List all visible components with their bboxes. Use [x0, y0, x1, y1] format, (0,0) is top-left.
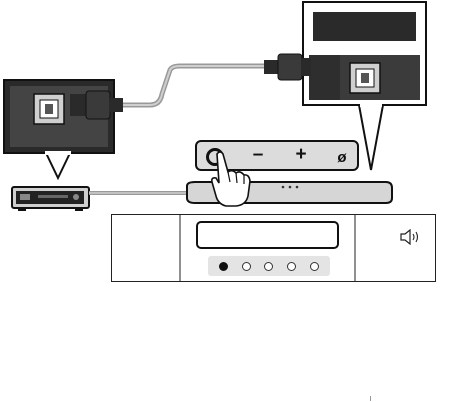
led-3 — [264, 261, 274, 271]
optical-cable — [70, 53, 311, 120]
display-window — [196, 221, 339, 249]
tv-callout — [302, 1, 427, 171]
led-5 — [310, 261, 320, 271]
volume-up-button[interactable]: + — [295, 144, 307, 165]
mute-button[interactable]: ø — [337, 148, 347, 166]
led-4 — [287, 261, 297, 271]
led-2 — [241, 261, 251, 271]
cable-plug-right — [264, 60, 278, 74]
tv-callout-pointer — [358, 104, 384, 171]
tv-callout-screen-band — [313, 12, 416, 41]
source-device — [11, 186, 90, 211]
pointing-hand-icon — [211, 151, 251, 207]
led-1 — [218, 261, 228, 271]
led-indicator-row — [208, 256, 330, 276]
speaker-icon — [400, 229, 419, 245]
stray-mark — [370, 396, 371, 401]
volume-down-button[interactable]: – — [252, 144, 264, 165]
cable-plug-left — [70, 94, 88, 116]
mode-table — [111, 214, 436, 282]
source-callout-pointer — [45, 152, 71, 181]
